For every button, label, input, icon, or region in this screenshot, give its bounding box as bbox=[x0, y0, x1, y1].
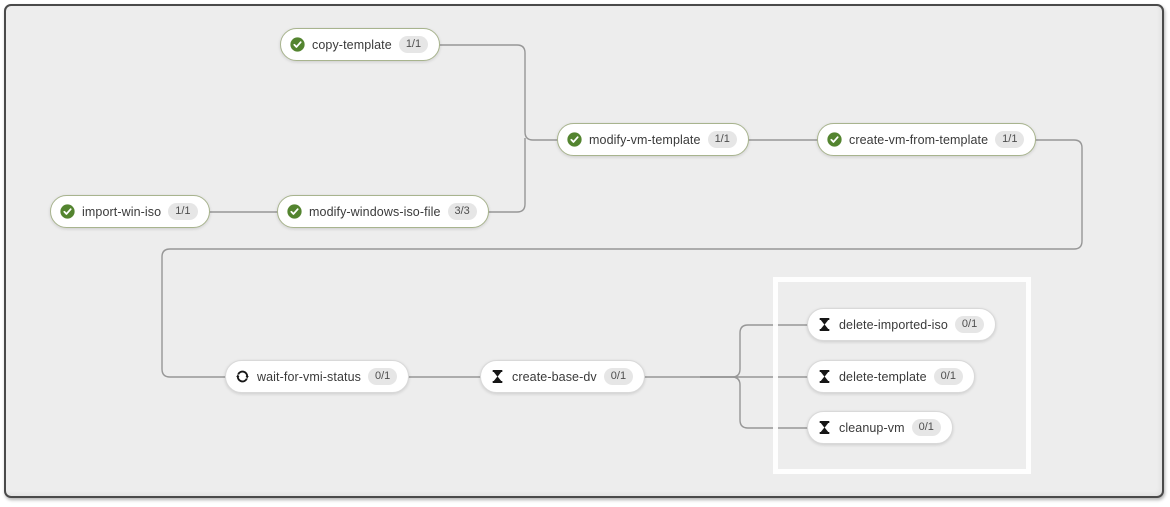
pipeline-task-node[interactable]: cleanup-vm 0/1 bbox=[807, 411, 953, 444]
pipeline-edge bbox=[438, 44, 559, 141]
pipeline-task-node[interactable]: copy-template 1/1 bbox=[280, 28, 441, 61]
pipeline-task-node[interactable]: delete-template 0/1 bbox=[807, 360, 975, 393]
task-progress-badge: 1/1 bbox=[168, 203, 198, 220]
task-name: delete-imported-iso bbox=[839, 317, 948, 332]
task-progress-badge: 1/1 bbox=[707, 131, 737, 148]
pipeline-task-node[interactable]: create-base-dv 0/1 bbox=[480, 360, 646, 393]
task-progress-badge: 3/3 bbox=[447, 203, 477, 220]
task-name: create-base-dv bbox=[512, 369, 597, 384]
task-progress-badge: 0/1 bbox=[911, 419, 941, 436]
task-name: copy-template bbox=[312, 37, 392, 52]
check-circle-icon bbox=[290, 37, 305, 52]
pipeline-task-node[interactable]: modify-windows-iso-file 3/3 bbox=[277, 195, 489, 228]
task-progress-badge: 0/1 bbox=[954, 316, 985, 333]
pipeline-edge bbox=[487, 138, 526, 213]
pipeline-task-node[interactable]: modify-vm-template 1/1 bbox=[557, 123, 749, 156]
pipeline-task-node[interactable]: import-win-iso 1/1 bbox=[50, 195, 210, 228]
pipeline-task-node[interactable]: wait-for-vmi-status 0/1 bbox=[225, 360, 410, 393]
pipeline-task-node[interactable]: create-vm-from-template 1/1 bbox=[817, 123, 1037, 156]
hourglass-icon bbox=[817, 317, 832, 332]
task-progress-badge: 0/1 bbox=[603, 368, 634, 385]
hourglass-icon bbox=[490, 369, 505, 384]
pipeline-edge bbox=[161, 139, 1083, 378]
sync-icon bbox=[235, 369, 250, 384]
pipeline-task-node[interactable]: delete-imported-iso 0/1 bbox=[807, 308, 997, 341]
task-name: modify-vm-template bbox=[589, 132, 701, 147]
pipeline-edge bbox=[700, 376, 809, 429]
task-name: import-win-iso bbox=[82, 204, 162, 219]
task-name: modify-windows-iso-file bbox=[309, 204, 441, 219]
task-name: create-vm-from-template bbox=[849, 132, 989, 147]
task-progress-badge: 1/1 bbox=[398, 36, 429, 53]
task-progress-badge: 0/1 bbox=[368, 368, 398, 385]
task-name: wait-for-vmi-status bbox=[257, 369, 361, 384]
hourglass-icon bbox=[817, 369, 832, 384]
task-name: delete-template bbox=[839, 369, 927, 384]
task-progress-badge: 1/1 bbox=[995, 131, 1025, 148]
check-circle-icon bbox=[827, 132, 842, 147]
task-name: cleanup-vm bbox=[839, 420, 905, 435]
task-progress-badge: 0/1 bbox=[933, 368, 963, 385]
hourglass-icon bbox=[817, 420, 832, 435]
pipeline-edge bbox=[700, 324, 809, 378]
check-circle-icon bbox=[287, 204, 302, 219]
pipeline-canvas-frame bbox=[4, 4, 1164, 498]
check-circle-icon bbox=[567, 132, 582, 147]
finally-task-group bbox=[773, 277, 1031, 474]
check-circle-icon bbox=[60, 204, 75, 219]
